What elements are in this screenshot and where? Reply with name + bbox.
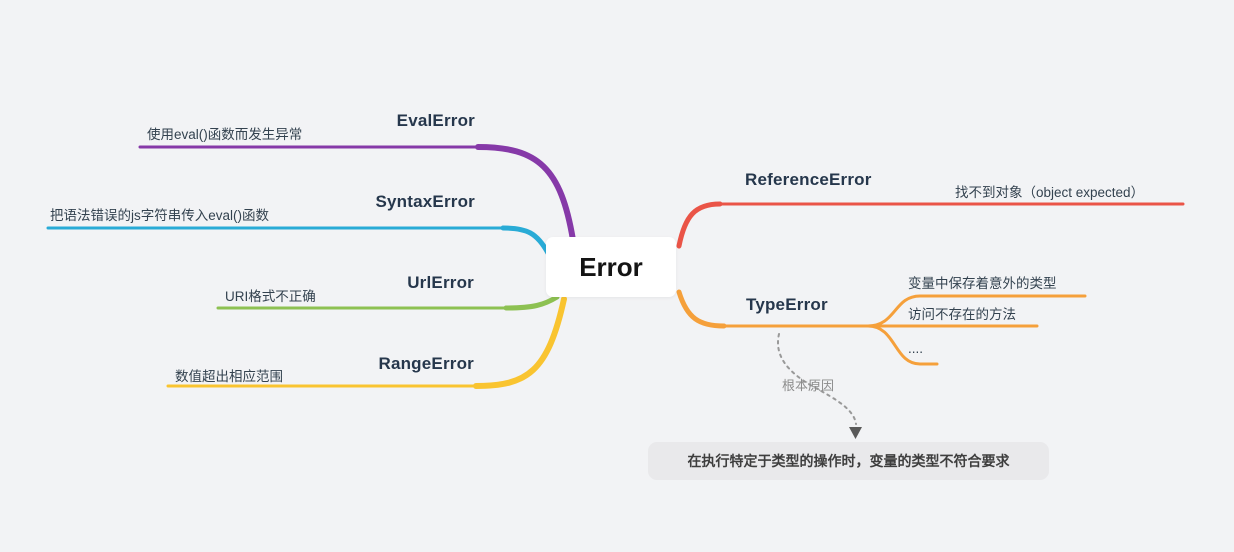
typeerror-child3-line	[866, 324, 939, 366]
subtopic-typeerror-child-1[interactable]: 变量中保存着意外的类型	[908, 276, 1057, 291]
subtopic-typeerror-child-3[interactable]: ....	[908, 341, 924, 356]
topic-urlerror[interactable]: UrlError	[407, 273, 474, 292]
topic-rangeerror[interactable]: RangeError	[378, 354, 474, 373]
topic-evalerror[interactable]: EvalError	[396, 111, 475, 130]
subtopic-referenceerror-desc[interactable]: 找不到对象（object expected）	[955, 185, 1145, 200]
topic-syntaxerror[interactable]: SyntaxError	[375, 192, 475, 211]
subtopic-rangeerror-desc[interactable]: 数值超出相应范围	[175, 369, 283, 384]
subtopic-urlerror-desc[interactable]: URI格式不正确	[225, 289, 316, 304]
topic-typeerror[interactable]: TypeError	[746, 295, 828, 314]
referenceerror-branch-curve	[676, 201, 723, 249]
rangeerror-branch-curve	[473, 296, 567, 389]
cause-arrowhead-icon	[849, 427, 862, 439]
topic-referenceerror[interactable]: ReferenceError	[745, 170, 872, 189]
cause-arrow-dashed-line	[777, 333, 857, 425]
subtopic-typeerror-child-2[interactable]: 访问不存在的方法	[908, 307, 1016, 322]
typeerror-cause-note[interactable]: 在执行特定于类型的操作时，变量的类型不符合要求	[648, 442, 1049, 480]
evalerror-branch-curve	[475, 144, 576, 243]
center-node-error[interactable]: Error	[546, 237, 676, 297]
typeerror-branch-curve	[676, 289, 727, 329]
subtopic-evalerror-desc[interactable]: 使用eval()函数而发生异常	[147, 127, 303, 142]
urlerror-branch-curve	[503, 294, 560, 311]
subtopic-syntaxerror-desc[interactable]: 把语法错误的js字符串传入eval()函数	[50, 208, 270, 223]
syntaxerror-branch-curve	[500, 225, 551, 256]
cause-arrow-label: 根本原因	[782, 378, 835, 393]
